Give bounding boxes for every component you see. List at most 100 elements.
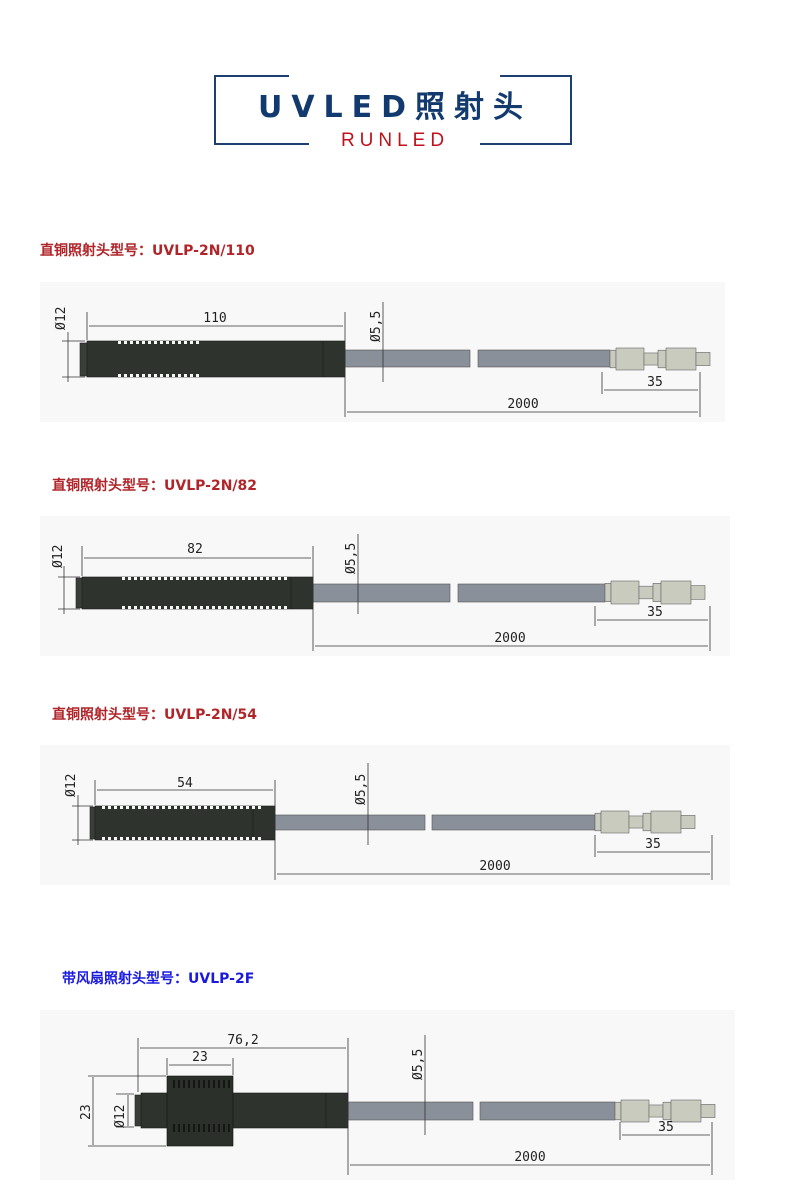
cable-diameter-dim: Ø5,5 [344, 543, 359, 574]
fin-notch [224, 577, 227, 580]
fin-notch [252, 806, 255, 809]
fin-notch [108, 837, 111, 840]
fin-notch [152, 606, 155, 609]
fin-notch [122, 577, 125, 580]
fin-notch [134, 577, 137, 580]
fin-notch [252, 837, 255, 840]
fin-notch [140, 577, 143, 580]
fin-notch [126, 837, 129, 840]
fin-notch [198, 837, 201, 840]
fin-notch [158, 606, 161, 609]
fin-notch [128, 577, 131, 580]
fan-vent [188, 1080, 190, 1088]
fin-notch [284, 606, 287, 609]
fan-vent [183, 1124, 185, 1132]
fin-notch [138, 837, 141, 840]
connector [628, 815, 644, 829]
fin-notch [172, 374, 175, 377]
fin-notch [138, 806, 141, 809]
cable [477, 349, 611, 368]
fin-notch [284, 577, 287, 580]
connector [660, 580, 692, 605]
fan-vent [193, 1080, 195, 1088]
fin-notch [162, 806, 165, 809]
fin-notch [166, 341, 169, 344]
fan-vent [228, 1124, 230, 1132]
fin-notch [170, 606, 173, 609]
fin-notch [154, 341, 157, 344]
model-label: 直铜照射头型号：UVLP-2N/110 [40, 243, 255, 259]
fin-notch [230, 606, 233, 609]
fin-notch [194, 577, 197, 580]
probe-drawing: 76,2 23 23 Ø12 Ø5,5 35 2000 [79, 1033, 716, 1175]
fin-notch [234, 837, 237, 840]
connector [620, 1099, 650, 1123]
diameter-dim: Ø12 [113, 1105, 128, 1128]
fin-notch [120, 806, 123, 809]
cable-diameter-dim: Ø5,5 [369, 311, 384, 342]
diameter-dim: Ø12 [64, 774, 79, 797]
fin-notch [122, 606, 125, 609]
fin-notch [142, 341, 145, 344]
fan-vent [208, 1080, 210, 1088]
fin-notch [108, 806, 111, 809]
probe-drawing: 54 Ø12 Ø5,5 35 2000 [64, 763, 713, 880]
length-dim: 54 [177, 776, 193, 791]
fin-notch [186, 837, 189, 840]
fin-notch [258, 806, 261, 809]
fan-vent [183, 1080, 185, 1088]
fin-notch [204, 837, 207, 840]
fin-notch [218, 606, 221, 609]
connector [643, 352, 659, 366]
fin-notch [228, 806, 231, 809]
cable-length-dim: 2000 [479, 859, 510, 874]
cable [347, 1101, 474, 1121]
fin-notch [164, 577, 167, 580]
frame-line [480, 143, 572, 145]
fin-notch [216, 806, 219, 809]
connector [600, 810, 630, 834]
drawing-panel: 76,2 23 23 Ø12 Ø5,5 35 2000 [40, 1010, 735, 1180]
fin-notch [162, 837, 165, 840]
fan-vent [178, 1080, 180, 1088]
fin-notch [160, 341, 163, 344]
fin-notch [206, 606, 209, 609]
fin-notch [196, 374, 199, 377]
fin-notch [240, 837, 243, 840]
fin-notch [180, 806, 183, 809]
fin-notch [200, 577, 203, 580]
fan-vent [173, 1080, 175, 1088]
fin-notch [236, 606, 239, 609]
drawing-panel: 82 Ø12 Ø5,5 35 2000 [40, 516, 730, 656]
fin-notch [132, 837, 135, 840]
cable [457, 583, 606, 603]
fin-notch [192, 806, 195, 809]
length-dim: 110 [203, 311, 226, 326]
fin-notch [172, 341, 175, 344]
fan-vent [203, 1124, 205, 1132]
fin-notch [124, 341, 127, 344]
fin-notch [118, 341, 121, 344]
fin-notch [278, 577, 281, 580]
fan-vent [188, 1124, 190, 1132]
frame-line [214, 75, 289, 77]
cable [479, 1101, 616, 1121]
fin-notch [242, 606, 245, 609]
fin-notch [178, 341, 181, 344]
fin-notch [144, 837, 147, 840]
fin-notch [266, 577, 269, 580]
fin-notch [146, 606, 149, 609]
connector [650, 810, 682, 834]
fin-notch [224, 606, 227, 609]
fan-height-dim: 23 [79, 1104, 94, 1120]
fan-vent [213, 1124, 215, 1132]
cable-diameter-dim: Ø5,5 [354, 774, 369, 805]
connector [609, 349, 617, 369]
fin-notch [266, 606, 269, 609]
fin-notch [150, 837, 153, 840]
fin-notch [190, 374, 193, 377]
fin-notch [128, 606, 131, 609]
fin-notch [156, 806, 159, 809]
fin-notch [216, 837, 219, 840]
probe-body [86, 340, 346, 378]
